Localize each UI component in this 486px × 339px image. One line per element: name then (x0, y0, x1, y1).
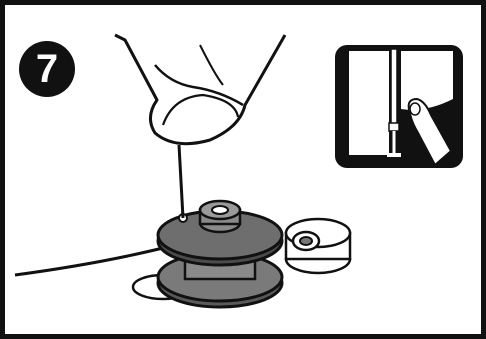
bobbin-icon (158, 201, 282, 307)
step-number-label: 7 (36, 49, 58, 89)
step-number-badge: 7 (19, 41, 75, 97)
bobbin-winder-stopper-icon (286, 219, 350, 273)
thread-vertical-icon (179, 145, 183, 218)
sewing-illustration-svg (5, 5, 486, 339)
needle-inset-icon (335, 45, 463, 168)
thread-line-icon (15, 245, 175, 275)
fingers-pinching-thread-icon (115, 35, 285, 144)
